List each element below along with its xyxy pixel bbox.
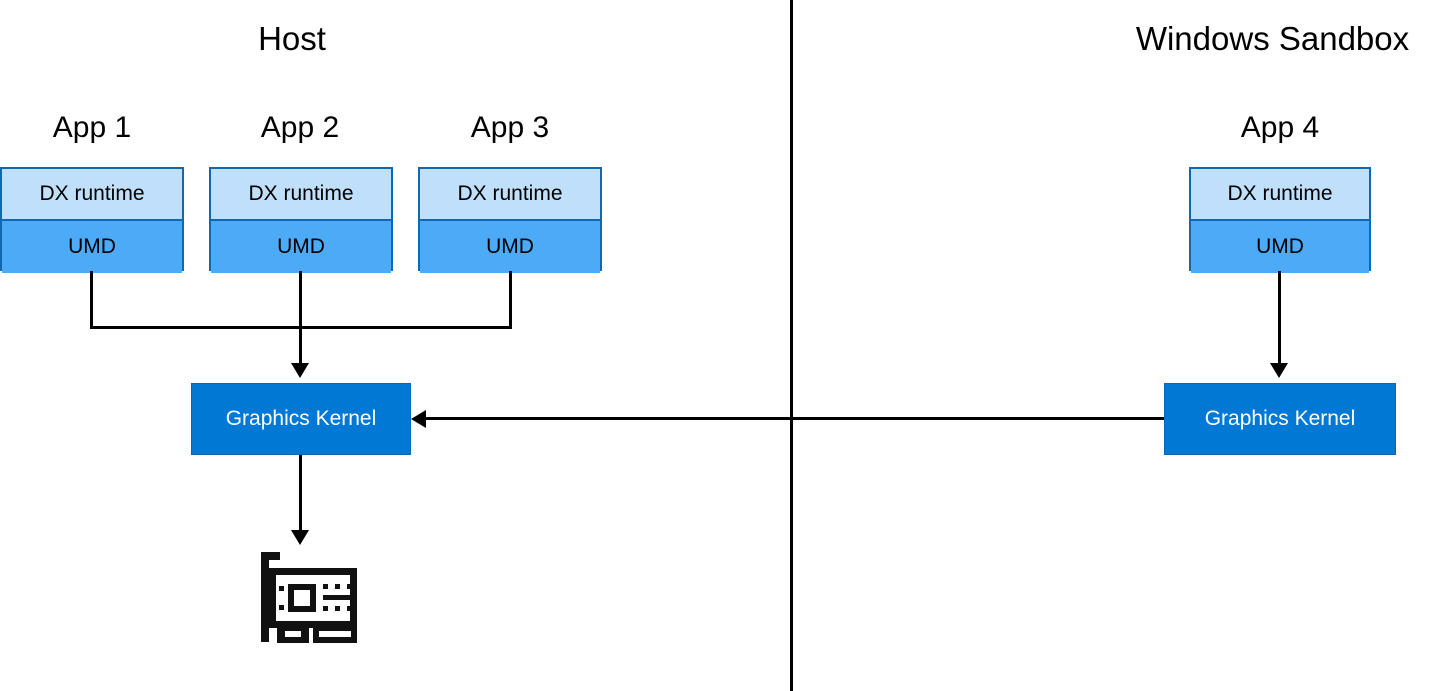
umd-cell-1: UMD (2, 221, 182, 273)
dx-runtime-cell-4: DX runtime (1191, 169, 1369, 221)
dx-runtime-cell-3: DX runtime (420, 169, 600, 221)
app-label-4: App 4 (1240, 111, 1320, 144)
connector-app2-vertical (299, 271, 302, 366)
umd-cell-4: UMD (1191, 221, 1369, 273)
arrowhead-into-sandbox-kernel-top (1270, 363, 1288, 378)
app-label-1: App 1 (52, 111, 132, 144)
umd-cell-3: UMD (420, 221, 600, 273)
app-box-3[interactable]: DX runtime UMD (418, 167, 602, 273)
arrowhead-into-host-kernel-top (291, 363, 309, 378)
app-label-2: App 2 (260, 111, 340, 144)
app-box-1[interactable]: DX runtime UMD (0, 167, 184, 273)
section-title-windows-sandbox: Windows Sandbox (1135, 20, 1410, 57)
dx-runtime-cell-1: DX runtime (2, 169, 182, 221)
gpu-card-icon (252, 548, 362, 649)
connector-sandbox-to-host-horizontal (424, 417, 1164, 420)
app-label-3: App 3 (470, 111, 550, 144)
graphics-kernel-host[interactable]: Graphics Kernel (191, 383, 411, 455)
connector-app1-vertical (90, 271, 93, 328)
host-sandbox-divider (790, 0, 793, 691)
app-box-4[interactable]: DX runtime UMD (1189, 167, 1371, 273)
graphics-kernel-sandbox[interactable]: Graphics Kernel (1164, 383, 1396, 455)
arrowhead-into-host-kernel-right (411, 410, 426, 428)
umd-cell-2: UMD (211, 221, 391, 273)
connector-app3-vertical (509, 271, 512, 328)
app-box-2[interactable]: DX runtime UMD (209, 167, 393, 273)
connector-app4-vertical (1278, 271, 1281, 366)
arrowhead-into-gpu (291, 530, 309, 545)
section-title-host: Host (258, 20, 326, 57)
connector-kernel-to-gpu (299, 455, 302, 533)
dx-runtime-cell-2: DX runtime (211, 169, 391, 221)
